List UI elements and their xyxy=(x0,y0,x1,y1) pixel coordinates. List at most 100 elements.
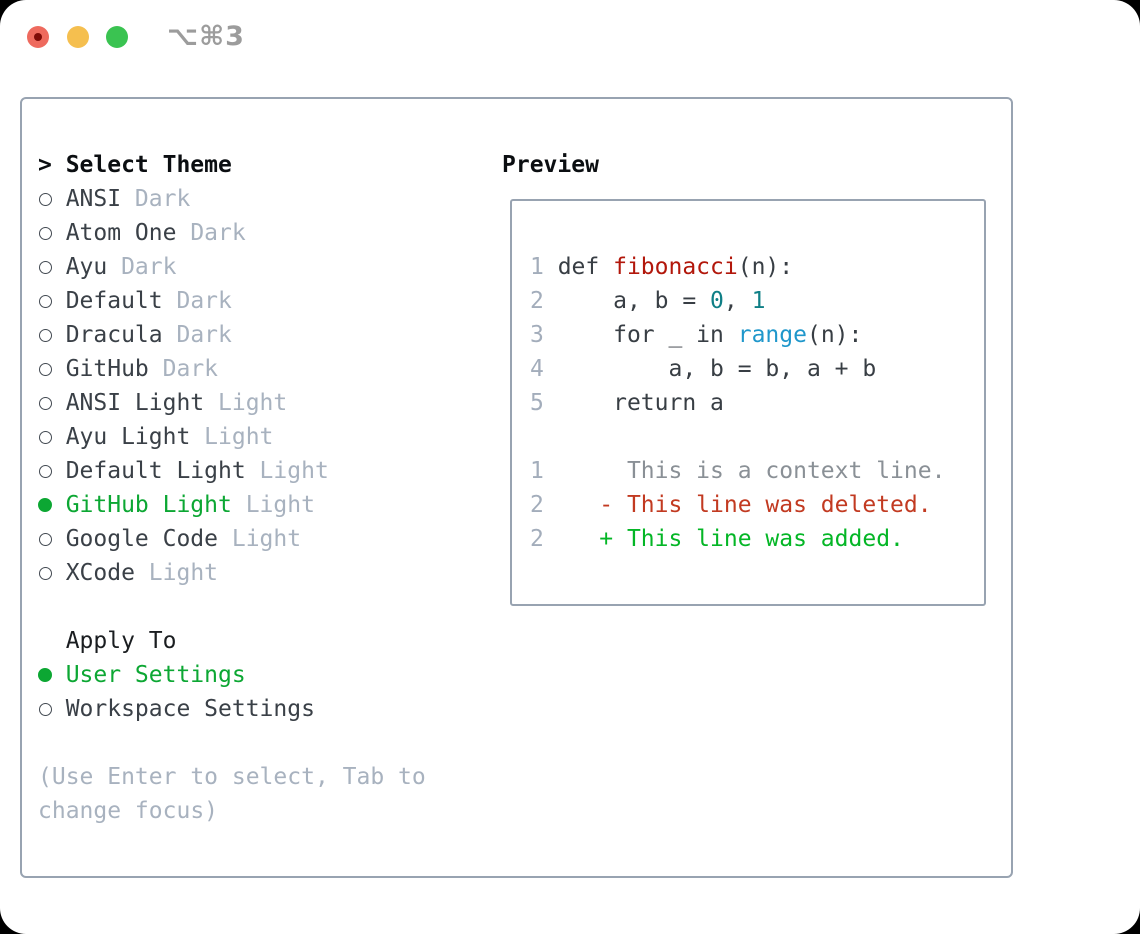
radio-cell xyxy=(38,294,66,308)
radio-cell xyxy=(38,702,66,716)
radio-cell xyxy=(38,566,66,580)
radio-cell xyxy=(38,396,66,410)
select-theme-header: > Select Theme xyxy=(38,148,488,182)
theme-variant-label: Light xyxy=(245,458,329,484)
code-token: (n): xyxy=(737,254,794,280)
line-number: 5 xyxy=(530,390,558,416)
cursor-arrow-icon: > xyxy=(38,152,52,178)
preview-line: 5 return a xyxy=(530,386,984,420)
code-token: This is a context line. xyxy=(557,458,946,484)
close-dot-icon xyxy=(34,33,42,41)
radio-icon xyxy=(39,430,52,444)
theme-option-ayu[interactable]: Ayu Dark xyxy=(38,250,488,284)
preview-line: 1 def fibonacci(n): xyxy=(530,250,984,284)
hint-text: change focus) xyxy=(38,798,219,824)
radio-icon xyxy=(39,396,52,410)
radio-cell xyxy=(38,498,66,512)
radio-cell xyxy=(38,260,66,274)
line-number: 3 xyxy=(530,322,558,348)
code-token: , xyxy=(723,288,752,314)
code-token: 1 xyxy=(751,288,766,314)
minimize-button[interactable] xyxy=(67,26,89,48)
preview-line: 2 a, b = 0, 1 xyxy=(530,284,984,318)
window-title-shortcut: ⌥⌘3 xyxy=(167,21,245,52)
preview-line: 4 a, b = b, a + b xyxy=(530,352,984,386)
radio-cell xyxy=(38,362,66,376)
preview-line: 1 This is a context line. xyxy=(530,454,984,488)
theme-variant-label: Dark xyxy=(176,220,246,246)
line-number: 1 xyxy=(530,458,558,484)
radio-icon xyxy=(39,702,52,716)
preview-line: 2 + This line was added. xyxy=(530,522,984,556)
theme-variant-label: Light xyxy=(218,526,302,552)
theme-option-ansi-light[interactable]: ANSI Light Light xyxy=(38,386,488,420)
radio-cell xyxy=(38,226,66,240)
theme-name-label: Atom One xyxy=(65,220,177,246)
radio-cell xyxy=(38,532,66,546)
theme-variant-label: Light xyxy=(204,390,288,416)
theme-name-label: ANSI xyxy=(65,186,122,212)
zoom-button[interactable] xyxy=(106,26,128,48)
radio-icon xyxy=(39,226,52,240)
select-theme-title: Select Theme xyxy=(65,152,232,178)
line-number: 2 xyxy=(530,288,558,314)
code-token: a, b = b, a + b xyxy=(557,356,877,382)
theme-name-label: Ayu Light xyxy=(65,424,191,450)
radio-icon xyxy=(39,566,52,580)
theme-option-ansi[interactable]: ANSI Dark xyxy=(38,182,488,216)
code-token: range xyxy=(737,322,807,348)
code-token: a, b = xyxy=(557,288,711,314)
theme-name-label: ANSI Light xyxy=(65,390,205,416)
theme-variant-label: Light xyxy=(134,560,219,586)
theme-name-label: Dracula xyxy=(65,322,163,348)
close-button[interactable] xyxy=(27,26,49,48)
theme-option-google-code[interactable]: Google Code Light xyxy=(38,522,488,556)
preview-column: Preview 1 def fibonacci(n):2 a, b = 0, 1… xyxy=(502,148,986,606)
theme-name-label: GitHub xyxy=(65,356,149,382)
preview-title: Preview xyxy=(502,152,599,178)
apply-option-user-settings[interactable]: User Settings xyxy=(38,658,488,692)
radio-icon xyxy=(39,362,52,376)
line-number: 1 xyxy=(530,254,558,280)
theme-variant-label: Light xyxy=(190,424,274,450)
theme-option-default-light[interactable]: Default Light Light xyxy=(38,454,488,488)
theme-variant-label: Dark xyxy=(162,288,232,314)
radio-icon xyxy=(39,328,52,342)
radio-icon xyxy=(39,192,52,206)
apply-option-workspace-settings[interactable]: Workspace Settings xyxy=(38,692,488,726)
theme-name-label: XCode xyxy=(65,560,135,586)
theme-option-github[interactable]: GitHub Dark xyxy=(38,352,488,386)
theme-variant-label: Dark xyxy=(148,356,219,382)
theme-variant-label: Dark xyxy=(121,186,191,212)
theme-variant-label: Dark xyxy=(162,322,232,348)
apply-to-title: Apply To xyxy=(65,628,177,654)
theme-name-label: GitHub Light xyxy=(65,492,232,518)
radio-icon xyxy=(39,532,52,546)
radio-cell xyxy=(38,430,66,444)
theme-option-atom-one[interactable]: Atom One Dark xyxy=(38,216,488,250)
spacer xyxy=(38,590,488,624)
code-token: (n): xyxy=(806,322,863,348)
preview-line: 3 for _ in range(n): xyxy=(530,318,984,352)
radio-cell xyxy=(38,464,66,478)
line-number: 2 xyxy=(530,526,558,552)
theme-option-default[interactable]: Default Dark xyxy=(38,284,488,318)
theme-name-label: Ayu xyxy=(65,254,108,280)
theme-option-github-light[interactable]: GitHub Light Light xyxy=(38,488,488,522)
radio-icon xyxy=(38,668,52,682)
theme-option-dracula[interactable]: Dracula Dark xyxy=(38,318,488,352)
theme-option-ayu-light[interactable]: Ayu Light Light xyxy=(38,420,488,454)
line-number: 2 xyxy=(530,492,558,518)
radio-icon xyxy=(38,498,52,512)
theme-option-xcode[interactable]: XCode Light xyxy=(38,556,488,590)
diff-sample: 1 This is a context line.2 - This line w… xyxy=(530,454,984,556)
preview-line: 2 - This line was deleted. xyxy=(530,488,984,522)
